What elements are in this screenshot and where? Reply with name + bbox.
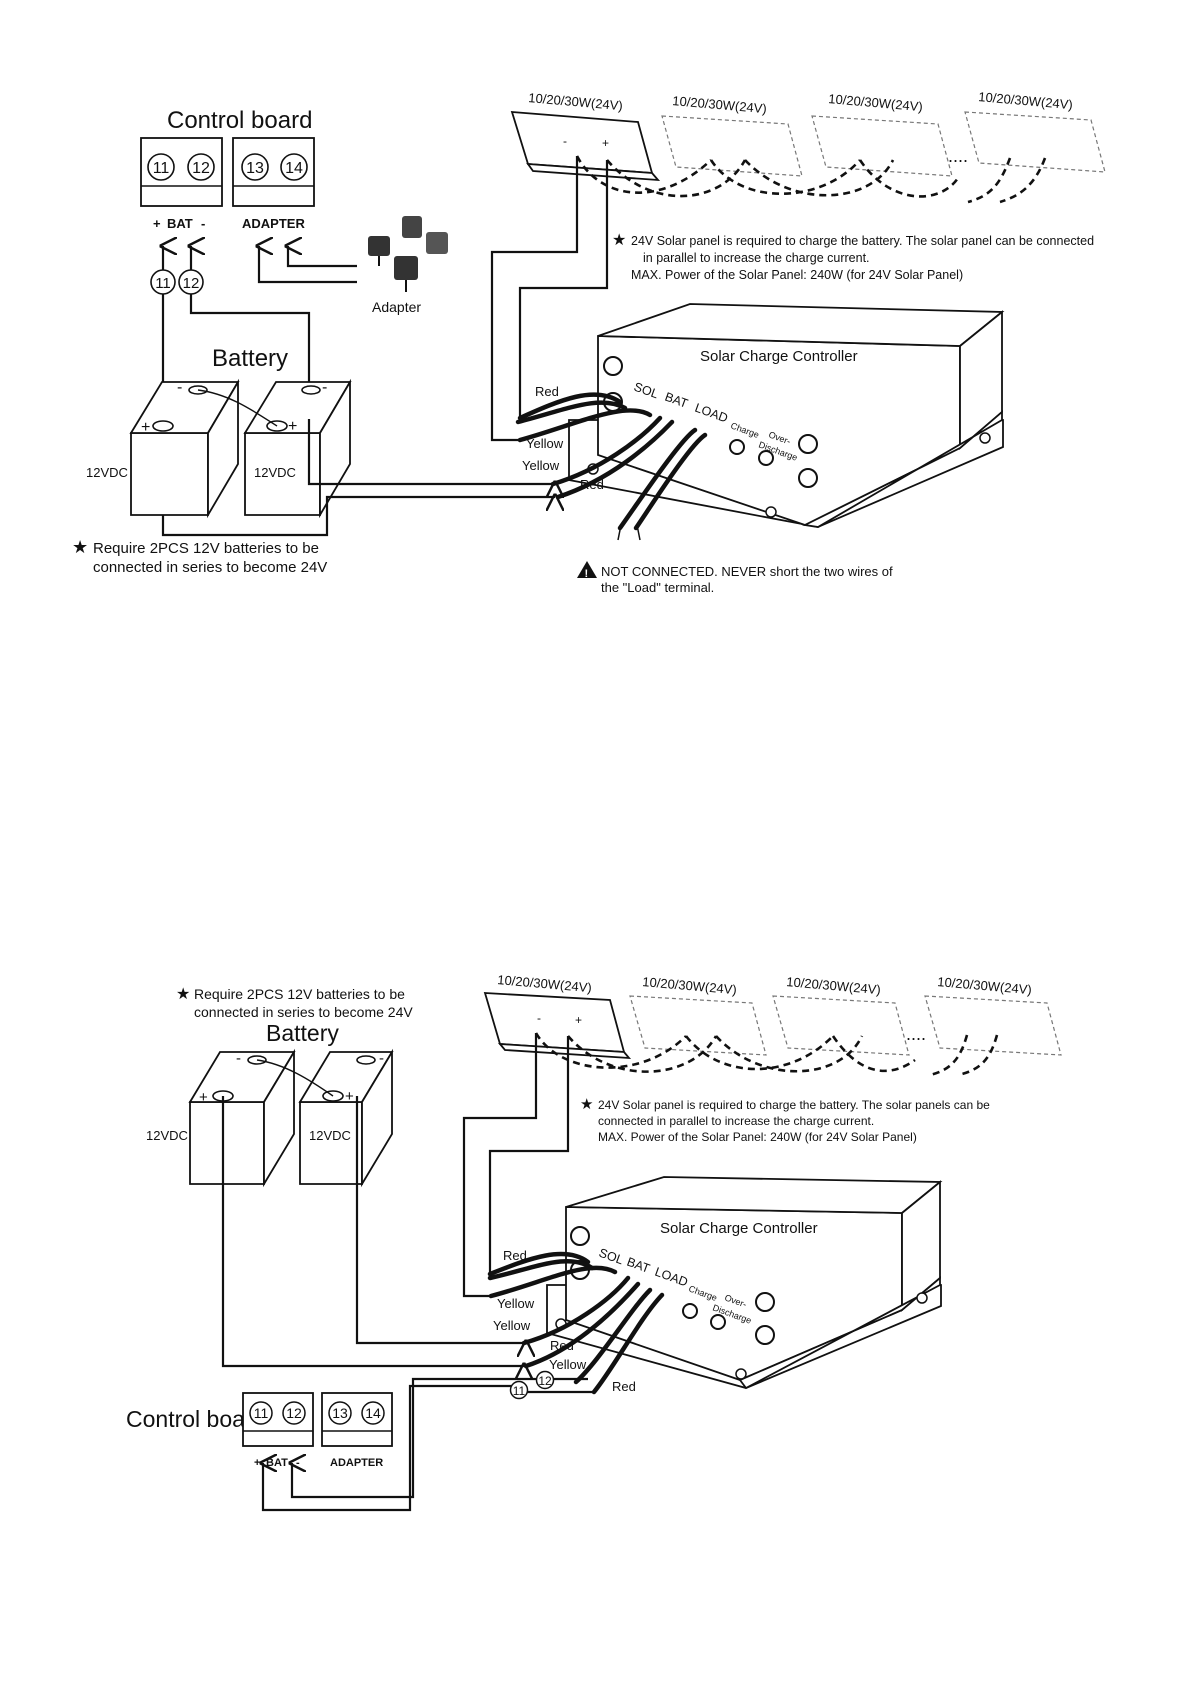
battery-left-plus: + bbox=[199, 1089, 208, 1106]
battery-note-line2: connected in series to become 24V bbox=[194, 1004, 413, 1020]
bat-plus-label: + bbox=[254, 1457, 260, 1469]
terminal-13: 13 bbox=[332, 1405, 348, 1421]
wire-marker-11: 11 bbox=[513, 1384, 526, 1398]
controller-title: Solar Charge Controller bbox=[700, 348, 858, 365]
star-icon: ★ bbox=[580, 1096, 593, 1113]
panel-ellipsis: .... bbox=[948, 146, 968, 166]
terminal-14: 14 bbox=[365, 1405, 381, 1421]
battery-left-plus: + bbox=[141, 419, 150, 436]
wire-marker-11: 11 bbox=[155, 275, 171, 292]
bat-minus-label: - bbox=[296, 1457, 300, 1469]
wire-label-yellow: Yellow bbox=[522, 458, 560, 473]
terminal-11: 11 bbox=[254, 1405, 269, 1421]
solar-note-line1: 24V Solar panel is required to charge th… bbox=[631, 234, 1094, 248]
wire-label-red: Red bbox=[612, 1379, 636, 1394]
panel-3-label: 10/20/30W(24V) bbox=[786, 974, 882, 997]
battery-right-plus: + bbox=[345, 1088, 354, 1105]
battery-title: Battery bbox=[212, 345, 288, 372]
solar-note-line2: connected in parallel to increase the ch… bbox=[598, 1114, 874, 1128]
wire-label-red: Red bbox=[550, 1338, 574, 1353]
panel-1-minus: - bbox=[563, 134, 567, 148]
battery-left: + - 12VDC bbox=[146, 1048, 296, 1188]
wire-label-yellow: Yellow bbox=[497, 1296, 535, 1311]
battery-title: Battery bbox=[266, 1020, 339, 1046]
battery-note-line1: Require 2PCS 12V batteries to be bbox=[93, 540, 319, 557]
panel-1-minus: - bbox=[537, 1011, 541, 1025]
battery-right-minus: - bbox=[379, 1050, 384, 1067]
wire-label-yellow: Yellow bbox=[526, 436, 564, 451]
wire-label-red: Red bbox=[535, 384, 559, 399]
wire-label-yellow: Yellow bbox=[549, 1357, 587, 1372]
battery-right-plus: + bbox=[288, 418, 297, 435]
terminal-13: 13 bbox=[246, 160, 264, 177]
warning-icon: ! bbox=[577, 561, 597, 580]
bat-label: BAT bbox=[266, 1457, 288, 1469]
panel-2-label: 10/20/30W(24V) bbox=[642, 974, 738, 997]
battery-left-minus: - bbox=[236, 1050, 241, 1067]
control-board-title: Control board bbox=[167, 107, 312, 134]
solar-note-line3: MAX. Power of the Solar Panel: 240W (for… bbox=[631, 268, 963, 282]
panel-1-plus: + bbox=[602, 136, 609, 150]
wire-label-red: Red bbox=[503, 1248, 527, 1263]
top-charge-controller: Solar Charge Controller SOL BAT LOAD Cha… bbox=[568, 303, 1005, 528]
wire-label-yellow: Yellow bbox=[493, 1318, 531, 1333]
top-solar-panels: 10/20/30W(24V) - + 10/20/30W(24V) 10/20/… bbox=[510, 89, 1106, 204]
panel-2-label: 10/20/30W(24V) bbox=[672, 93, 768, 116]
bottom-solar-panels: 10/20/30W(24V) - + 10/20/30W(24V) 10/20/… bbox=[483, 972, 1062, 1077]
battery-right-label: 12VDC bbox=[254, 465, 296, 480]
terminal-12: 12 bbox=[286, 1405, 302, 1421]
bottom-control-board: Control board 11 12 13 14 + BAT - ADAPTE… bbox=[126, 1392, 393, 1469]
adapter-label: ADAPTER bbox=[242, 216, 305, 231]
solar-note-line3: MAX. Power of the Solar Panel: 240W (for… bbox=[598, 1130, 917, 1144]
battery-left-label: 12VDC bbox=[146, 1128, 188, 1143]
battery-left-label: 12VDC bbox=[86, 465, 128, 480]
bat-label: BAT bbox=[167, 216, 193, 231]
panel-4-label: 10/20/30W(24V) bbox=[937, 974, 1033, 997]
battery-right: + - 12VDC bbox=[298, 1048, 394, 1188]
wire-label-red: Red bbox=[580, 477, 604, 492]
star-icon: ★ bbox=[176, 986, 190, 1003]
bat-minus-label: - bbox=[201, 216, 205, 231]
panel-3-label: 10/20/30W(24V) bbox=[828, 91, 924, 114]
star-icon: ★ bbox=[612, 232, 626, 249]
terminal-12: 12 bbox=[192, 160, 210, 177]
battery-right-minus: - bbox=[322, 379, 327, 396]
top-control-board: Control board 11 12 13 14 + BAT - ADAPTE… bbox=[140, 107, 315, 231]
battery-note-line2: connected in series to become 24V bbox=[93, 559, 327, 576]
svg-text:!: ! bbox=[585, 568, 589, 580]
battery-note-line1: Require 2PCS 12V batteries to be bbox=[194, 986, 405, 1002]
adapter-caption: Adapter bbox=[372, 299, 421, 315]
bottom-charge-controller: Solar Charge Controller SOL BAT LOAD Cha… bbox=[546, 1176, 943, 1390]
solar-note-line1: 24V Solar panel is required to charge th… bbox=[598, 1098, 990, 1112]
battery-right: + - 12VDC bbox=[243, 378, 352, 519]
battery-left-minus: - bbox=[177, 379, 182, 396]
battery-right-label: 12VDC bbox=[309, 1128, 351, 1143]
bottom-diagram: ★ Require 2PCS 12V batteries to be conne… bbox=[126, 972, 1062, 1512]
adapter-icon bbox=[368, 216, 448, 292]
panel-4-label: 10/20/30W(24V) bbox=[978, 89, 1074, 112]
top-diagram: Control board 11 12 13 14 + BAT - ADAPTE… bbox=[72, 89, 1106, 595]
load-warning-line1: NOT CONNECTED. NEVER short the two wires… bbox=[601, 564, 893, 579]
panel-1-label: 10/20/30W(24V) bbox=[528, 90, 624, 113]
load-warning-line2: the "Load" terminal. bbox=[601, 580, 714, 595]
panel-1-plus: + bbox=[575, 1013, 582, 1027]
terminal-11: 11 bbox=[153, 160, 170, 177]
panel-ellipsis: .... bbox=[906, 1024, 926, 1044]
terminal-14: 14 bbox=[285, 160, 303, 177]
solar-note-line2: in parallel to increase the charge curre… bbox=[643, 251, 870, 265]
wire-marker-12: 12 bbox=[538, 1374, 552, 1388]
panel-1-label: 10/20/30W(24V) bbox=[497, 972, 593, 995]
battery-left: + - 12VDC bbox=[86, 378, 240, 519]
adapter-label: ADAPTER bbox=[330, 1457, 383, 1469]
bat-plus-label: + bbox=[153, 216, 161, 231]
star-icon: ★ bbox=[72, 537, 88, 557]
controller-title: Solar Charge Controller bbox=[660, 1220, 818, 1237]
wire-marker-12: 12 bbox=[183, 275, 200, 292]
